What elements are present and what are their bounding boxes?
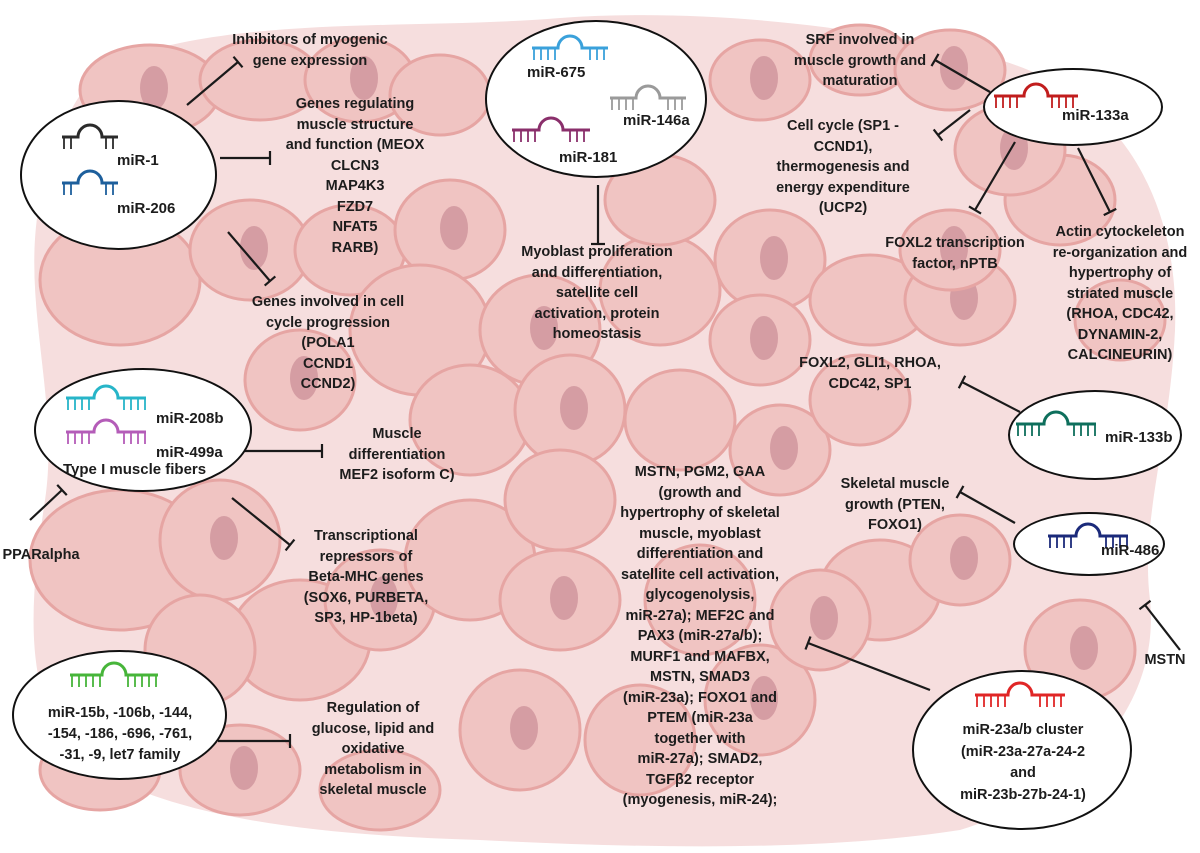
mir208-499-oval[interactable] xyxy=(34,368,252,492)
cell-nucleus xyxy=(810,596,838,640)
myoblast-prolif-text: Myoblast proliferation and differentiati… xyxy=(521,244,673,342)
muscle-cell xyxy=(808,353,912,447)
mir23-cluster-label: miR-23a/b cluster (miR-23a-27a-24-2 and … xyxy=(960,722,1086,803)
cell-nucleus xyxy=(530,306,558,350)
muscle-cell xyxy=(623,368,737,472)
mirna-hairpin-icon xyxy=(62,123,118,149)
inhibition-arrow xyxy=(227,231,277,287)
inhibition-arrow xyxy=(968,141,1016,215)
mir146a-label: miR-146a xyxy=(623,112,690,129)
cell-nucleus xyxy=(950,536,978,580)
mirna-hairpin-icon xyxy=(610,84,686,110)
inhibition-arrow xyxy=(804,636,931,692)
cell-nucleus xyxy=(240,226,268,270)
inhibition-arrow xyxy=(218,734,292,748)
type1-fibers-label: Type I muscle fibers xyxy=(63,461,207,478)
inhibition-arrow xyxy=(29,484,68,521)
mirna-hairpin-icon xyxy=(1048,522,1128,548)
muscle-cell xyxy=(318,748,442,832)
cell-cycle-sp1-text: Cell cycle (SP1 - CCND1), thermogenesis … xyxy=(776,118,910,216)
muscle-diff-text: Muscle differentiation MEF2 isoform C) xyxy=(339,426,455,483)
foxl2-gli1-text: FOXL2, GLI1, RHOA, CDC42, SP1 xyxy=(799,355,941,392)
mir181-label: miR-181 xyxy=(559,149,618,166)
mstn-block-text: MSTN, PGM2, GAA (growth and hypertrophy … xyxy=(620,464,780,808)
mirna-hairpin-icon xyxy=(1016,410,1096,436)
inhibition-arrow xyxy=(1138,599,1181,651)
mir15b-group-label: miR-15b, -106b, -144, -154, -186, -696, … xyxy=(47,705,193,763)
mirna-hairpin-icon xyxy=(975,681,1065,707)
mirna-hairpin-icon xyxy=(66,384,146,410)
mstn-text: MSTN xyxy=(1144,652,1186,668)
mir15b-oval[interactable] xyxy=(12,650,227,780)
muscle-cell xyxy=(583,683,697,797)
muscle-cell xyxy=(643,543,757,657)
mir208b-label: miR-208b xyxy=(156,410,224,427)
mir206-label: miR-206 xyxy=(117,200,176,217)
cell-nucleus xyxy=(750,56,778,100)
inhibition-arrow xyxy=(1077,147,1117,217)
cell-nucleus xyxy=(210,516,238,560)
inhibition-arrow xyxy=(930,53,991,93)
inhibition-lines xyxy=(29,53,1181,748)
inhibition-arrow xyxy=(591,185,605,246)
inhibition-arrow xyxy=(220,151,272,165)
inhibition-arrow xyxy=(957,375,1021,413)
mirna-hairpin-icon xyxy=(532,34,608,60)
mirna-hairpin-icon xyxy=(994,82,1078,108)
cell-nucleus xyxy=(510,706,538,750)
mir133b-label: miR-133b xyxy=(1105,429,1173,446)
mirna-hairpin-icon xyxy=(66,418,146,444)
foxl2-nptb-text: FOXL2 transcription factor, nPTB xyxy=(885,235,1025,272)
inhibition-arrow xyxy=(240,444,324,458)
mir23-oval[interactable] xyxy=(912,670,1132,830)
cell-nucleus xyxy=(290,356,318,400)
cell-nucleus xyxy=(750,316,778,360)
cell-nucleus xyxy=(560,386,588,430)
mirna-hairpin-icon xyxy=(70,661,158,687)
cell-nucleus xyxy=(230,746,258,790)
cell-nucleus xyxy=(940,226,968,270)
inhibition-arrow xyxy=(231,497,296,552)
cell-nucleus xyxy=(770,426,798,470)
cell-nucleus xyxy=(440,206,468,250)
mir499a-label: miR-499a xyxy=(156,444,223,461)
transcriptional-repressors-text: Transcriptional repressors of Beta-MHC g… xyxy=(303,528,429,626)
mirna-hairpin-icon xyxy=(62,169,118,195)
cell-nucleus xyxy=(550,576,578,620)
cell-cycle-genes-text: Genes involved in cell cycle progression… xyxy=(251,294,405,392)
genes-structure-text: Genes regulating muscle structure and fu… xyxy=(285,96,425,256)
regulation-glucose-text: Regulation of glucose, lipid and oxidati… xyxy=(311,700,435,798)
cell-nucleus xyxy=(1070,626,1098,670)
cell-nucleus xyxy=(750,676,778,720)
muscle-cell xyxy=(1073,278,1167,362)
mir133a-label: miR-133a xyxy=(1062,107,1129,124)
inhibition-arrow xyxy=(955,485,1016,524)
cell-nucleus xyxy=(350,56,378,100)
muscle-cell xyxy=(503,448,617,552)
cell-nucleus xyxy=(940,46,968,90)
skeletal-growth-text: Skeletal muscle growth (PTEN, FOXO1) xyxy=(840,476,950,533)
mir1-label: miR-1 xyxy=(117,152,159,169)
inhibition-arrow xyxy=(932,109,971,142)
ppar-text: PPARalpha xyxy=(2,547,80,563)
cell-nucleus xyxy=(140,66,168,110)
actin-text: Actin cytockeleton re-organization and h… xyxy=(1052,224,1188,363)
srf-text: SRF involved in muscle growth and matura… xyxy=(793,32,927,89)
mir1-206-oval[interactable] xyxy=(20,100,217,250)
mir675-label: miR-675 xyxy=(527,64,586,81)
mir486-label: miR-486 xyxy=(1101,542,1160,559)
inhibitors-myogenic-text: Inhibitors of myogenic gene expression xyxy=(232,32,388,69)
mirna-hairpin-icon xyxy=(512,116,590,142)
cell-nucleus xyxy=(370,576,398,620)
inhibition-arrow xyxy=(186,55,244,106)
cell-nucleus xyxy=(760,236,788,280)
